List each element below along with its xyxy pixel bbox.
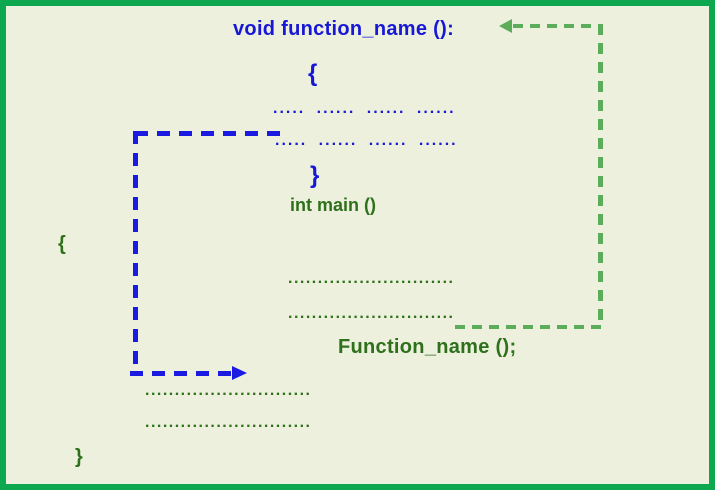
main-body-line-2: ............................	[288, 305, 455, 322]
function-body-line-1: ..... ...... ...... ......	[273, 100, 456, 117]
call-arrow-vertical-segment	[133, 131, 138, 371]
diagram-canvas: void function_name (): { ..... ...... ..…	[6, 6, 709, 484]
main-open-brace: {	[58, 233, 66, 255]
main-close-brace: }	[75, 446, 83, 468]
return-arrowhead-icon	[499, 19, 512, 33]
main-body-line-1: ............................	[288, 270, 455, 287]
function-open-brace: {	[308, 60, 318, 87]
main-body-line-3: ............................	[145, 382, 312, 399]
return-arrow-top-segment	[513, 24, 603, 28]
function-body-line-2: ..... ...... ...... ......	[275, 132, 458, 149]
call-arrow-top-segment	[135, 131, 282, 136]
function-close-brace: }	[310, 162, 320, 189]
call-arrow-bottom-segment	[130, 371, 232, 376]
function-call-statement: Function_name ();	[338, 336, 517, 358]
function-definition-header: void function_name ():	[233, 18, 455, 40]
call-arrowhead-icon	[232, 366, 247, 380]
return-arrow-bottom-segment	[455, 325, 602, 329]
return-arrow-vertical-segment	[598, 24, 603, 327]
main-body-line-4: ............................	[145, 414, 312, 431]
main-function-header: int main ()	[290, 195, 376, 215]
